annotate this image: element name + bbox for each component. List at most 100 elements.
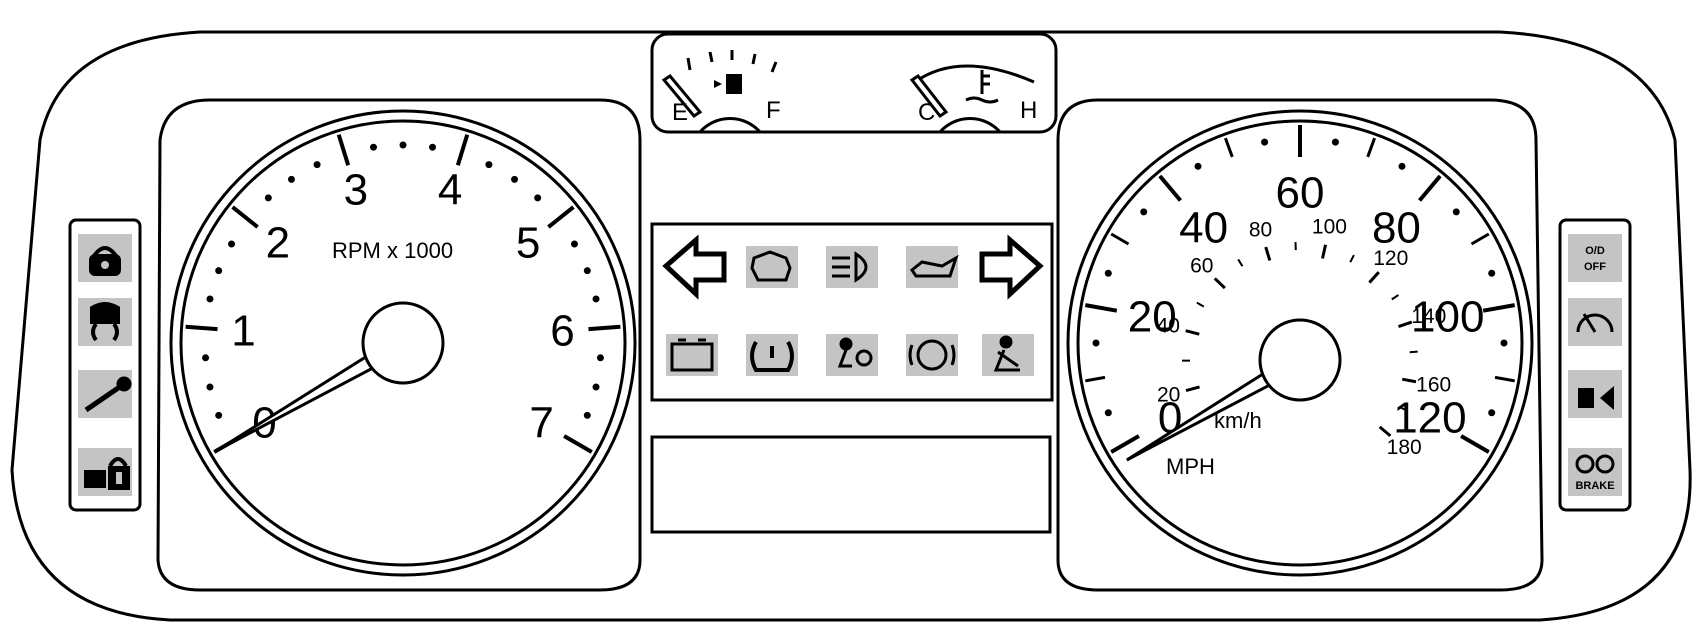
left-indicator-strip [68, 218, 142, 512]
speedometer-unit-mph: MPH [1166, 454, 1215, 479]
overdrive-off-label-off: OFF [1584, 261, 1606, 273]
tire-pressure-icon [750, 341, 794, 372]
abs-icon [908, 339, 956, 371]
fuel-gauge: E F [661, 50, 781, 134]
tachometer-tick-label: 7 [529, 399, 553, 448]
speedometer-kmh-label: 140 [1411, 305, 1446, 328]
speedometer-minor-dot [1488, 269, 1496, 277]
check-engine-icon [750, 250, 792, 282]
tachometer-hub [361, 301, 445, 385]
speedometer-kmh-tick [1368, 271, 1380, 284]
tachometer-minor-dot [583, 267, 591, 275]
speedometer-minor-dot [1104, 269, 1112, 277]
speedometer-kmh-ticks [1181, 242, 1418, 437]
tachometer-minor-dot [570, 240, 578, 248]
message-display-box [650, 435, 1052, 534]
temp-needle [909, 73, 949, 119]
speedometer-mid-tick [1085, 375, 1106, 383]
service-wrench-icon [84, 376, 132, 413]
speedometer-minor-dot [1261, 138, 1269, 146]
speedometer-kmh-label: 180 [1387, 436, 1422, 459]
tachometer-minor-dot [399, 141, 407, 149]
speedometer-mph-label: 20 [1128, 292, 1177, 341]
tachometer-major-tick [588, 324, 621, 332]
tachometer-minor-dot [596, 354, 604, 362]
speedometer-kmh-label: 80 [1249, 218, 1272, 241]
speedometer-minor-dot [1092, 339, 1100, 347]
tachometer-unit-label: RPM x 1000 [332, 238, 453, 263]
speedometer-kmh-label: 160 [1416, 374, 1451, 397]
tachometer-minor-dot [485, 161, 493, 169]
speedometer-kmh-tick [1397, 320, 1413, 328]
speedometer-mph-label: 60 [1276, 169, 1325, 218]
tachometer-major-tick [336, 134, 351, 166]
speedometer-kmh-label: 100 [1312, 216, 1347, 239]
right-turn-arrow-icon [979, 234, 1044, 300]
oil-pressure-icon [909, 254, 959, 278]
tachometer-bezel-outer [169, 109, 637, 577]
tachometer-tick-label: 5 [516, 219, 540, 268]
traction-off-icon [90, 302, 120, 342]
tachometer-labels: 01234567 [231, 166, 575, 448]
speedometer-kmh-tick [1401, 377, 1417, 384]
speedometer-mid-tick [1366, 137, 1376, 158]
speedometer-mid-tick [1224, 137, 1234, 158]
speedometer-kmh-minor-tick [1399, 406, 1408, 412]
tachometer-major-tick [563, 434, 593, 454]
speedometer-mph-label: 80 [1372, 204, 1421, 253]
brake-icon [1575, 454, 1615, 474]
tachometer-minor-dot [429, 143, 437, 151]
tachometer-minor-dot [313, 161, 321, 169]
tachometer-minor-dot [264, 194, 272, 202]
speedometer-minor-dot [1452, 208, 1460, 216]
temp-cold-label: C [918, 99, 935, 126]
speedometer-housing [1056, 98, 1544, 592]
tachometer-major-tick [185, 324, 218, 332]
fuel-needle [661, 74, 703, 118]
speedometer-kmh-label: 40 [1157, 315, 1180, 338]
speedometer-kmh-minor-tick [1196, 301, 1205, 308]
speedometer-major-tick [1460, 434, 1490, 454]
speedometer-kmh-minor-tick [1409, 350, 1418, 354]
tachometer-major-tick [231, 205, 259, 229]
tachometer-tick-label: 2 [266, 219, 290, 268]
fuel-temp-gauge-box [650, 32, 1058, 134]
speedometer-kmh-tick [1264, 246, 1272, 261]
tachometer-tick-label: 1 [231, 307, 255, 356]
speedometer-minor-dot [1488, 409, 1496, 417]
tachometer-bezel-inner [179, 119, 627, 567]
speedometer-mid-tick [1110, 232, 1130, 246]
speedometer-bezel-inner [1076, 119, 1524, 567]
coolant-temp-icon [965, 70, 999, 104]
cluster-housing [10, 30, 1692, 622]
overdrive-off-label-od: O/D [1585, 245, 1605, 257]
speedometer-kmh-tick [1185, 329, 1200, 336]
speedometer-kmh-tick [1213, 277, 1226, 290]
tachometer-minor-dot [592, 295, 600, 303]
tachometer-minor-dot [369, 143, 377, 151]
temp-gauge: C H [909, 64, 1037, 134]
airbag-icon [837, 337, 873, 368]
seatbelt-icon [993, 335, 1020, 372]
speedometer-major-tick [1418, 174, 1442, 202]
tachometer-tick-label: 4 [438, 166, 462, 215]
cruise-control-icon [1576, 313, 1614, 333]
speedometer-mph-label: 120 [1393, 394, 1466, 443]
speedometer-major-tick [1110, 434, 1140, 454]
speedometer-minor-dot [1398, 162, 1406, 170]
tachometer-minor-dot [511, 175, 519, 183]
speedometer-major-tick [1158, 174, 1182, 202]
speedometer-major-tick [1482, 303, 1516, 313]
speedometer-minor-dot [1331, 138, 1339, 146]
speedometer-mph-label: 40 [1179, 204, 1228, 253]
tachometer-minor-dot [215, 267, 223, 275]
tachometer-housing [156, 98, 642, 592]
speedometer-mid-tick [1470, 232, 1490, 246]
speedometer-unit-kmh: km/h [1214, 408, 1262, 433]
high-beam-icon [832, 251, 868, 283]
tachometer-tick-label: 6 [550, 307, 574, 356]
trailer-tow-icon [1578, 386, 1614, 410]
